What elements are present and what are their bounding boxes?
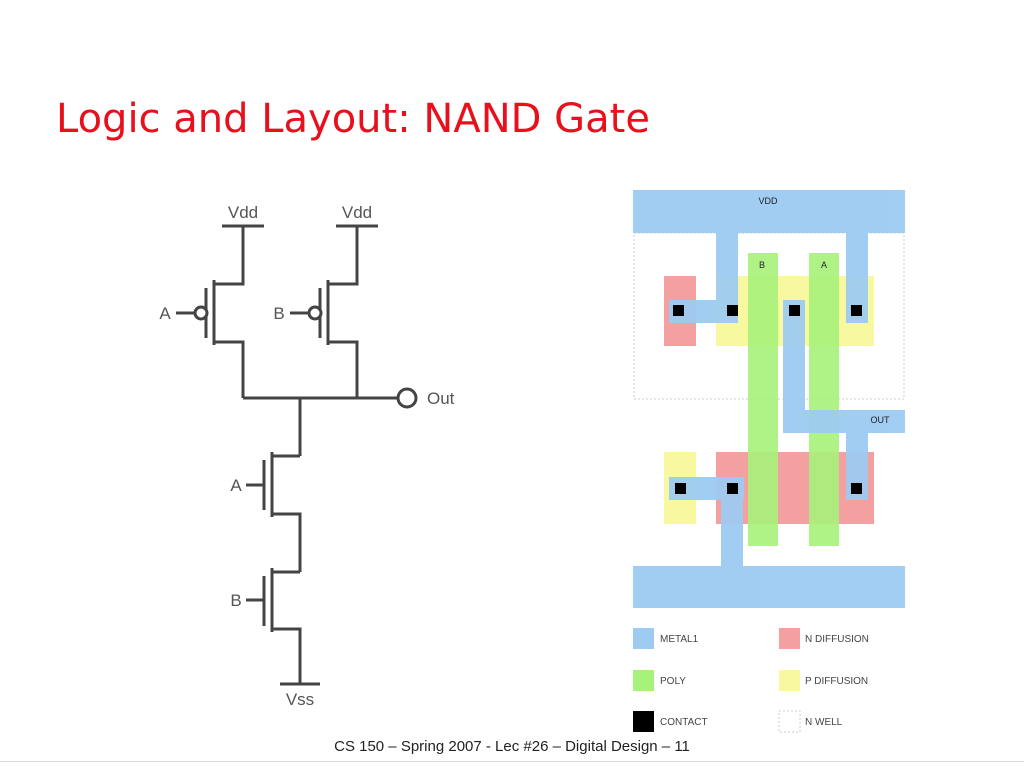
- layer-legend: METAL1 N DIFFUSION POLY P DIFFUSION CONT…: [633, 628, 869, 733]
- nand-schematic: [176, 224, 418, 686]
- nmos-b-input-label: B: [230, 591, 241, 610]
- contact-group: [673, 305, 862, 494]
- legend-label-poly: POLY: [660, 676, 686, 687]
- contact: [789, 305, 800, 316]
- contact: [675, 483, 686, 494]
- legend-swatch-metal1: [633, 628, 654, 649]
- pmos-b-input-label: B: [273, 304, 284, 323]
- contact: [727, 483, 738, 494]
- output-terminal: [396, 387, 418, 409]
- legend-swatch-poly: [633, 670, 654, 691]
- pmos-transistor-a: [176, 226, 245, 398]
- legend-label-n-diffusion: N DIFFUSION: [805, 634, 869, 645]
- legend-label-nwell: N WELL: [805, 717, 843, 728]
- nmos-transistor-a: [246, 452, 302, 572]
- layout-out-label: OUT: [871, 415, 891, 425]
- poly-gate-b: [748, 253, 778, 546]
- nand-layout: VDD OUT B A: [633, 190, 905, 608]
- contact: [851, 305, 862, 316]
- legend-label-contact: CONTACT: [660, 717, 708, 728]
- metal1-routing: [633, 190, 905, 608]
- legend-swatch-contact: [633, 711, 654, 732]
- output-label: Out: [427, 389, 455, 408]
- legend-swatch-p-diffusion: [779, 670, 800, 691]
- pmos-transistor-b: [290, 226, 359, 398]
- contact: [727, 305, 738, 316]
- contact: [851, 483, 862, 494]
- vdd-rail-metal: [633, 190, 905, 233]
- vdd-label-left: Vdd: [228, 203, 258, 222]
- layout-poly-a-label: A: [821, 260, 827, 270]
- legend-swatch-n-diffusion: [779, 628, 800, 649]
- pmos-a-input-label: A: [159, 304, 171, 323]
- nmos-a-input-label: A: [230, 476, 242, 495]
- poly-gate-a: [809, 253, 839, 546]
- out-wire-metal: [783, 410, 905, 433]
- nwell-region: [633, 232, 905, 400]
- legend-swatch-nwell: [778, 710, 801, 733]
- contact: [673, 305, 684, 316]
- vdd-label-right: Vdd: [342, 203, 372, 222]
- nmos-transistor-b: [246, 568, 302, 684]
- layout-vdd-label: VDD: [758, 196, 778, 206]
- vss-label: Vss: [286, 690, 314, 709]
- legend-label-p-diffusion: P DIFFUSION: [805, 676, 868, 687]
- vss-rail-metal: [633, 566, 905, 608]
- slide-title: Logic and Layout: NAND Gate: [56, 96, 650, 142]
- slide-footer: CS 150 – Spring 2007 - Lec #26 – Digital…: [334, 738, 690, 755]
- legend-label-metal1: METAL1: [660, 634, 699, 645]
- layout-poly-b-label: B: [759, 260, 765, 270]
- footer-divider: [0, 761, 1024, 762]
